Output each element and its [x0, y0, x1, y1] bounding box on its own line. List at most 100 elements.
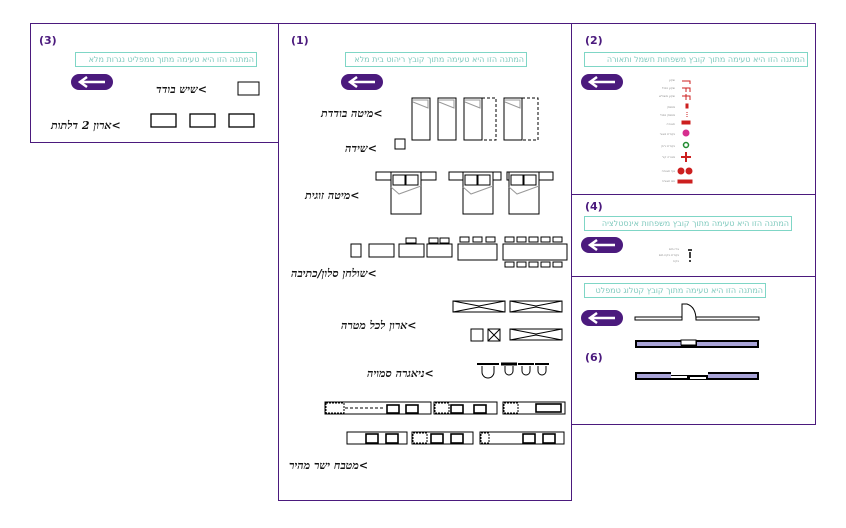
light-point-icon [682, 129, 690, 137]
kitchen-symbol [479, 431, 565, 445]
legend-label: מפסק כפול [660, 113, 675, 117]
cabinet-door-symbol [189, 113, 216, 128]
label-kitchen: >מטבח ישר מהיר [289, 459, 369, 472]
toilet-symbol [518, 363, 534, 376]
wardrobe-symbol [487, 328, 501, 342]
wall-with-door-symbol [634, 303, 760, 321]
double-bed-symbol [448, 171, 502, 215]
chair-symbol [350, 243, 362, 258]
nightstand-symbol [394, 138, 406, 150]
label-single-bed: >מיטה בודדת [321, 107, 383, 120]
table-symbol [502, 243, 568, 261]
panel-number: (1) [291, 34, 309, 47]
legend-label: שקע [668, 78, 675, 82]
legend-label: נקודת מאור [659, 132, 675, 136]
legend-label: גוף תאורה [661, 169, 675, 173]
arrow-left-icon [587, 238, 615, 252]
toilet-symbol [501, 362, 517, 376]
wall-with-window-symbol [635, 372, 759, 380]
single-bed-symbol [411, 97, 431, 141]
panel-number: (2) [585, 34, 603, 47]
plumbing-symbols [688, 249, 692, 262]
arrow-left-icon [77, 75, 105, 89]
legend-label: פס תאורה [661, 179, 675, 183]
template-note: המתנה הזו היא טעימה מתוך טמפליט נגרות מל… [75, 52, 257, 67]
table-symbol [398, 243, 425, 258]
back-button[interactable] [581, 74, 623, 90]
panel-number: (6) [585, 351, 603, 364]
toilet-symbol [477, 363, 499, 379]
legend-label: ברז מים [668, 247, 679, 251]
double-bed-symbol [375, 171, 437, 215]
kitchen-symbol [324, 401, 432, 415]
panel-6: המתנה הזו היא טעימה מתוך קובץ קטלוג טמפל… [571, 276, 816, 425]
template-note: המתנה הזו היא טעימה מתוך קובץ קטלוג טמפל… [584, 283, 766, 298]
outlet-icon [682, 80, 691, 84]
legend-label: מנורה קיר [661, 155, 675, 159]
fixture-icon [677, 167, 685, 175]
kitchen-symbol [411, 431, 474, 445]
legend-label: שקע משולש [659, 94, 675, 98]
single-bed-symbol [503, 97, 539, 141]
panel-number: (4) [585, 200, 603, 213]
back-button[interactable] [581, 310, 623, 326]
label-two-door-cabinet: >ארון 2 דלתות [51, 119, 121, 132]
light-strip-icon [677, 179, 693, 184]
wardrobe-symbol [509, 300, 563, 313]
cabinet-door-symbol [150, 113, 177, 128]
legend-label: שקע כפול [661, 86, 675, 90]
fixture-icon [685, 167, 693, 175]
table-symbol [426, 243, 453, 258]
cabinet-door-symbol [228, 113, 255, 128]
panel-4: (4) המתנה הזו היא טעימה מתוך קובץ משפחות… [571, 194, 816, 277]
label-dining-table: >שולחן סלון/כתיבה [291, 267, 377, 280]
panel-2: (2) המתנה הזו היא טעימה מתוך קובץ משפחות… [571, 23, 816, 195]
legend-label: נקודת ניקוז מים [658, 253, 679, 257]
label-single-cabinet: >שיש בודד [156, 83, 208, 96]
label-wardrobe: >ארון לכל מטרה [341, 319, 417, 332]
single-cabinet-symbol [237, 81, 260, 96]
toilet-symbol [535, 363, 549, 376]
table-symbol [368, 243, 395, 258]
cabinet-drawings [150, 81, 260, 128]
single-bed-symbol [463, 97, 497, 141]
wall-with-opening-symbol [635, 339, 759, 348]
wardrobe-symbol [470, 328, 484, 342]
legend-label: מפסק [667, 105, 675, 109]
legend-label: תאורה [666, 122, 675, 126]
green-point-icon [682, 141, 690, 149]
label-nightstand: >שידה [345, 142, 377, 155]
legend-label: נקודת ירוק [660, 144, 675, 148]
panel-1: (1) המתנה הזו היא טעימה מתוך קובץ ריהוט … [278, 23, 572, 501]
table-symbol [457, 243, 498, 261]
double-bed-symbol [506, 171, 554, 215]
template-note: המתנה הזו היא טעימה מתוך קובץ ריהוט בית … [345, 52, 527, 67]
wardrobe-symbol [509, 328, 563, 341]
label-double-bed: >מיטה זוגית [305, 189, 360, 202]
back-button[interactable] [71, 74, 113, 90]
light-icon [681, 120, 691, 125]
triple-outlet-icon [682, 94, 691, 100]
arrow-left-icon [587, 75, 615, 89]
single-bed-symbol [437, 97, 457, 141]
kitchen-symbol [346, 431, 408, 445]
arrow-left-icon [587, 311, 615, 325]
kitchen-symbol [502, 401, 566, 415]
kitchen-symbol [433, 401, 498, 415]
furniture-drawings [324, 97, 568, 445]
legend-label: ניקוז [673, 259, 679, 263]
wardrobe-symbol [452, 300, 506, 313]
wall-lamp-icon [681, 152, 691, 162]
back-button[interactable] [581, 237, 623, 253]
double-outlet-icon [682, 87, 691, 92]
electrical-symbols [677, 80, 693, 184]
label-toilet: >ניאגרה סמויה [367, 367, 434, 380]
panel-number: (3) [39, 34, 57, 47]
wall-door-window-drawings [634, 303, 760, 380]
panel-3: (3) המתנה הזו היא טעימה מתוך טמפליט נגרו… [30, 23, 279, 143]
template-note: המתנה הזו היא טעימה מתוך קובץ משפחות אינ… [584, 216, 792, 231]
template-note: המתנה הזו היא טעימה מתוך קובץ משפחות חשמ… [584, 52, 808, 67]
back-button[interactable] [341, 74, 383, 90]
switch-icon [685, 103, 689, 109]
arrow-left-icon [347, 75, 375, 89]
